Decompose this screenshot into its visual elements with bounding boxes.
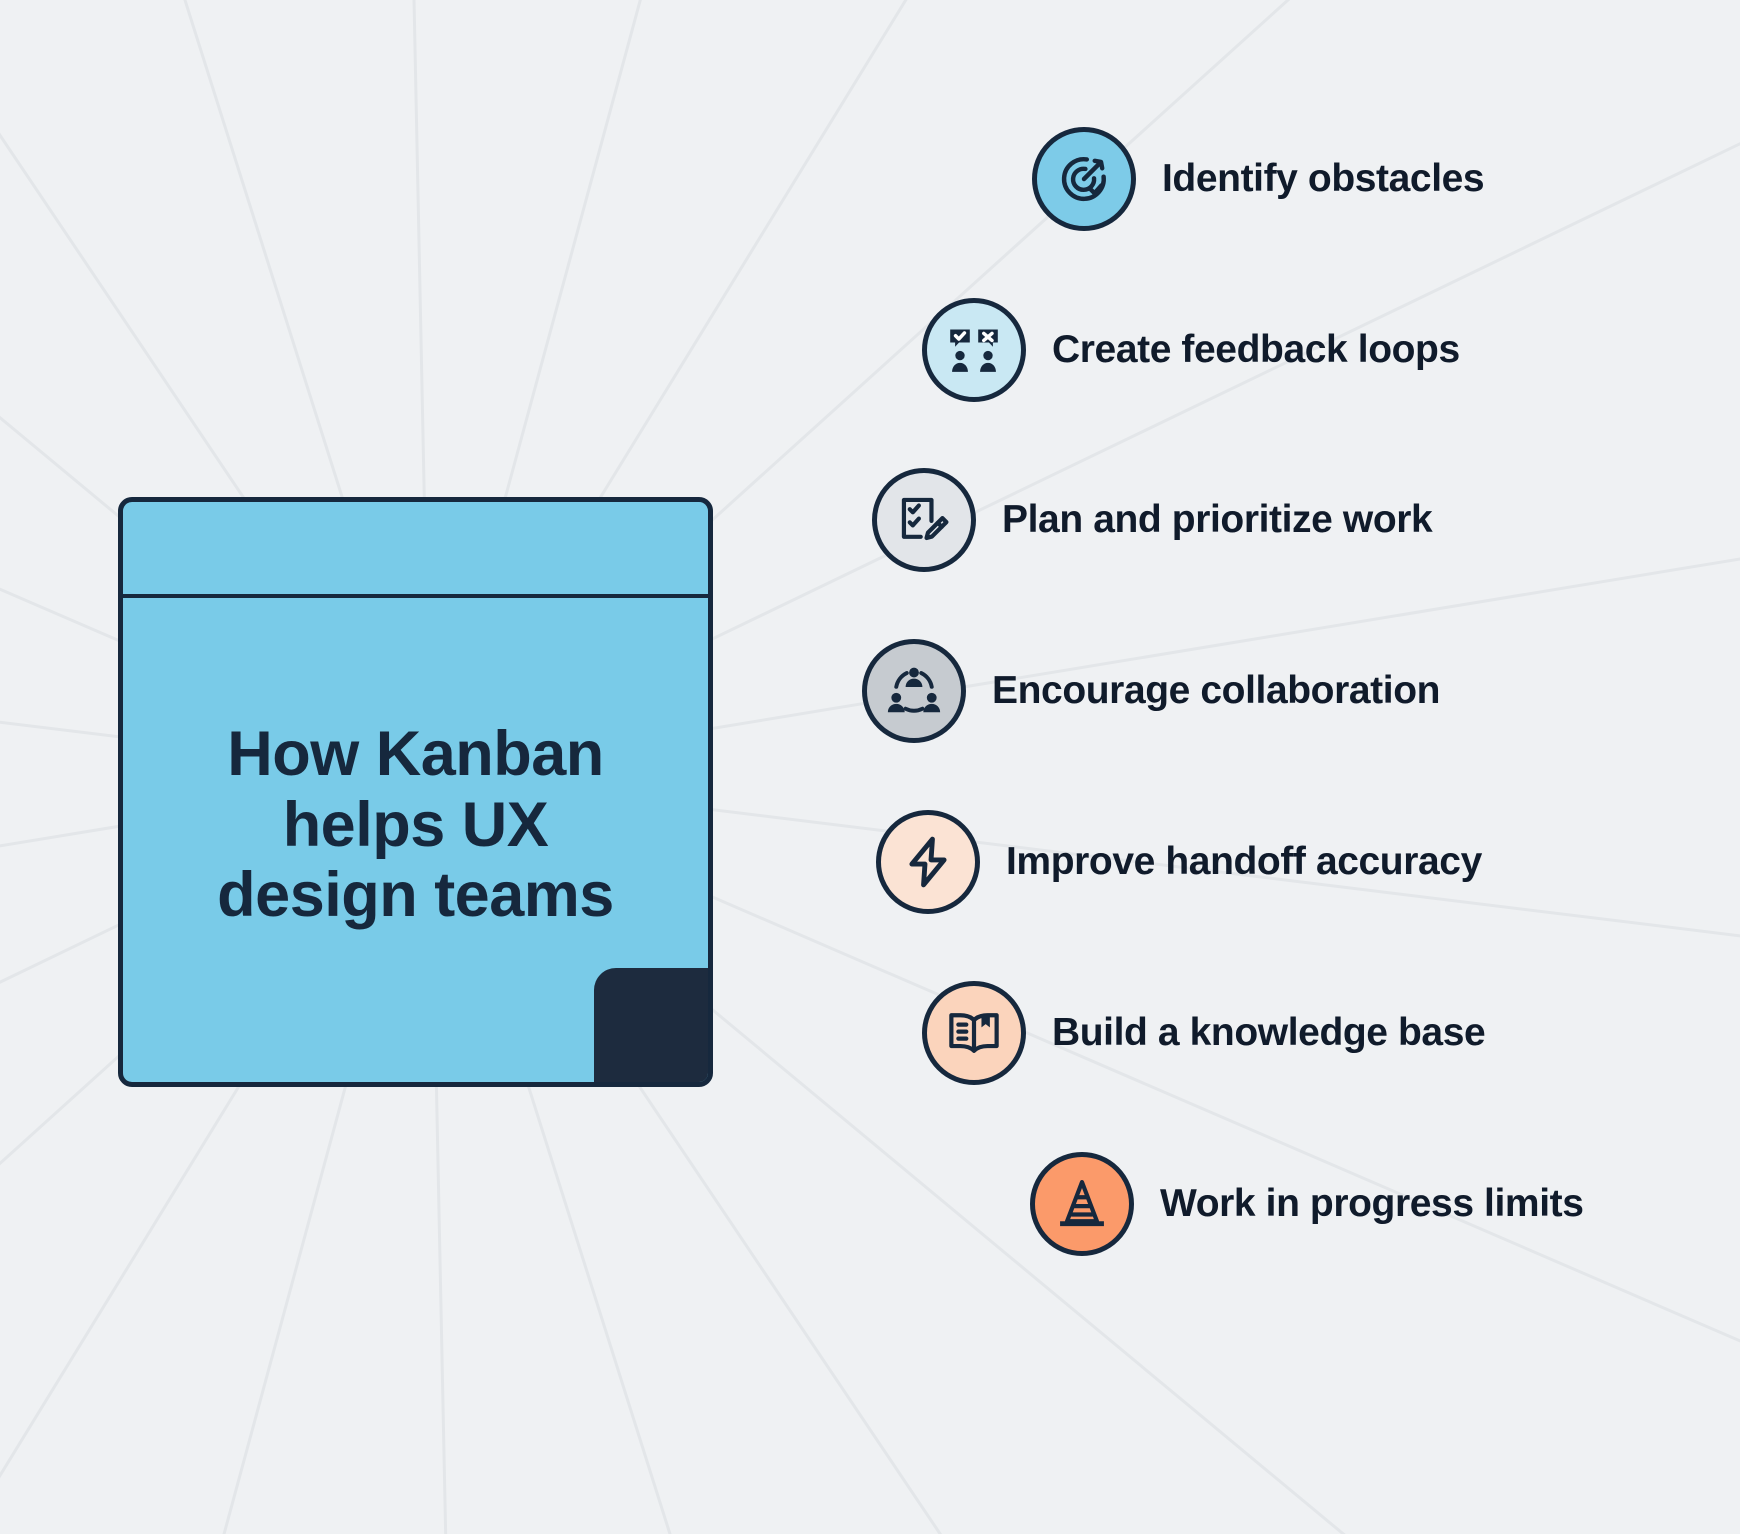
card-title: How Kanban helps UX design teams: [217, 719, 614, 931]
traffic-cone-icon: [1054, 1176, 1110, 1232]
benefit-item-label: Encourage collaboration: [992, 669, 1441, 712]
benefit-icon-bubble: [862, 639, 966, 743]
benefit-item: Create feedback loops: [922, 298, 1460, 402]
card-header-divider: [123, 594, 708, 598]
benefit-icon-bubble: [872, 468, 976, 572]
clipboard-checklist-pencil-icon: [896, 492, 952, 548]
benefit-item: Identify obstacles: [1032, 127, 1485, 231]
two-people-feedback-icon: [946, 322, 1002, 378]
kanban-title-card: How Kanban helps UX design teams: [118, 497, 713, 1087]
benefit-item-label: Create feedback loops: [1052, 328, 1460, 371]
benefit-icon-bubble: [922, 298, 1026, 402]
benefit-item-label: Build a knowledge base: [1052, 1011, 1486, 1054]
benefit-item: Work in progress limits: [1030, 1152, 1584, 1256]
benefit-item: Build a knowledge base: [922, 981, 1486, 1085]
benefit-item: Encourage collaboration: [862, 639, 1440, 743]
benefit-icon-bubble: [922, 981, 1026, 1085]
benefit-icon-bubble: [876, 810, 980, 914]
benefit-icon-bubble: [1030, 1152, 1134, 1256]
benefit-item-label: Identify obstacles: [1162, 157, 1485, 200]
three-people-network-icon: [886, 663, 942, 719]
open-book-bookmark-icon: [946, 1005, 1002, 1061]
benefit-item-label: Improve handoff accuracy: [1006, 840, 1482, 883]
benefit-item: Improve handoff accuracy: [876, 810, 1482, 914]
target-arrow-check-icon: [1056, 151, 1112, 207]
benefit-item-label: Work in progress limits: [1160, 1182, 1584, 1225]
card-folded-corner: [594, 968, 708, 1082]
benefit-item: Plan and prioritize work: [872, 468, 1433, 572]
benefit-item-label: Plan and prioritize work: [1002, 498, 1433, 541]
benefit-icon-bubble: [1032, 127, 1136, 231]
lightning-bolt-icon: [900, 834, 956, 890]
